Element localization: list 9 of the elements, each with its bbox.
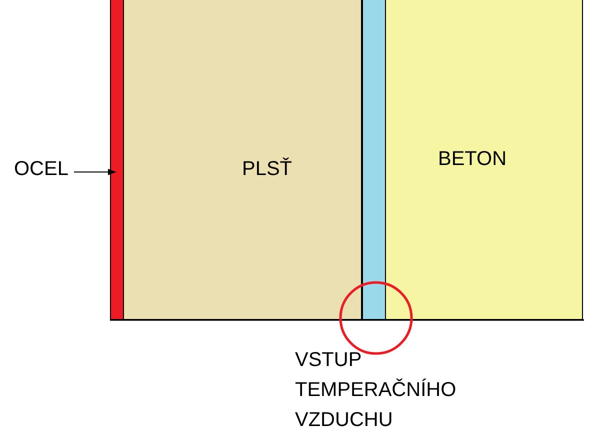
leader-arrow [74,168,116,176]
felt-layer [124,0,362,320]
concrete-layer [386,0,583,320]
callout-text: VSTUP TEMPERAČNÍHO VZDUCHU [295,348,458,433]
layer-label: BETON [438,148,507,171]
layer-label: PLSŤ [242,158,292,181]
air-gap-layer [362,0,386,320]
steel-layer [110,0,124,320]
part-label: OCEL [14,158,72,184]
